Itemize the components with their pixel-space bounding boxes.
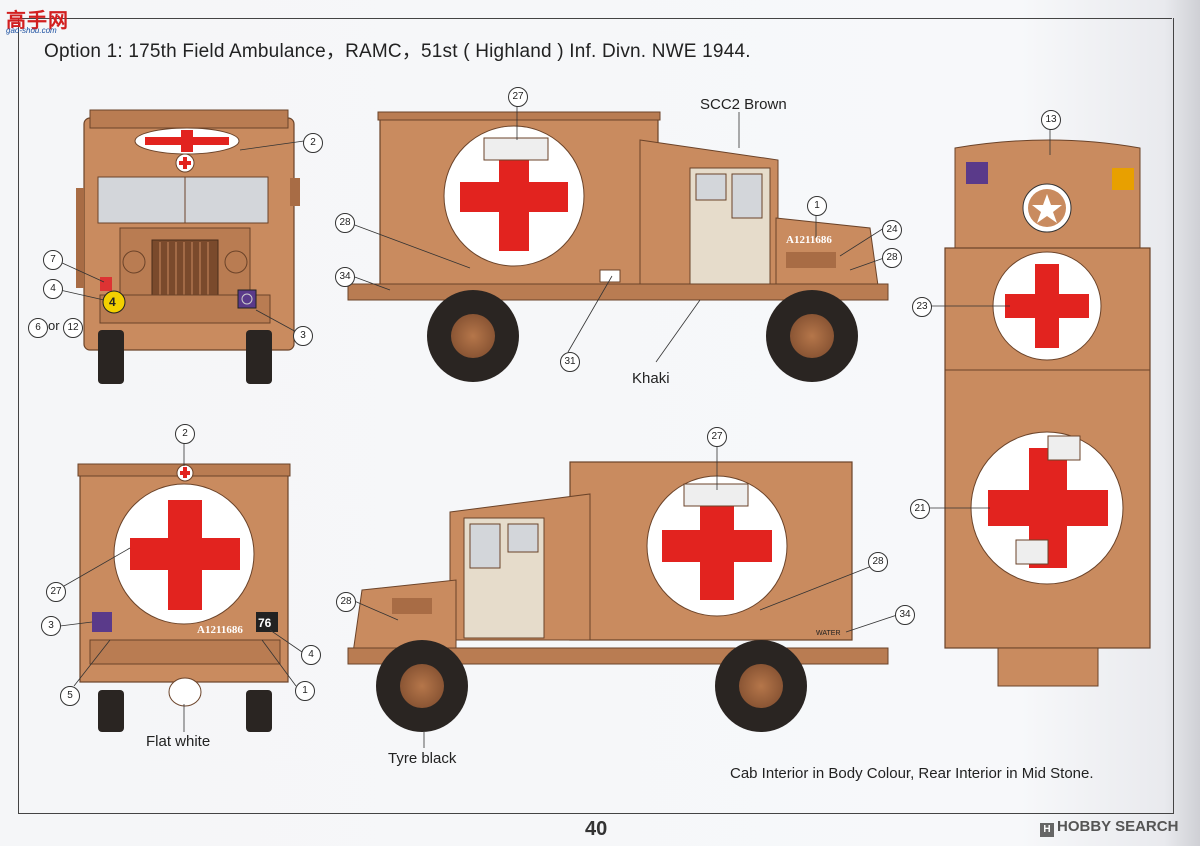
callout-rear-1: 1 — [295, 681, 315, 701]
label-scc2-brown: SCC2 Brown — [700, 96, 787, 113]
callout-rear-4: 4 — [301, 645, 321, 665]
callout-side-34: 34 — [335, 267, 355, 287]
front-view — [76, 109, 300, 384]
callout-rear-27: 27 — [46, 582, 66, 602]
callout-front-7: 7 — [43, 250, 63, 270]
callout-side-27: 27 — [508, 87, 528, 107]
unit-number-rear: 76 — [258, 616, 272, 630]
site-logo-text: 高手网 — [6, 10, 69, 32]
callout-top-13: 13 — [1041, 110, 1061, 130]
callout-front-2: 2 — [303, 133, 323, 153]
callout-front-3: 3 — [293, 326, 313, 346]
watermark-text: HOBBY SEARCH — [1057, 818, 1179, 835]
callout-left-27: 27 — [707, 427, 727, 447]
rear-view — [77, 463, 291, 732]
callout-side-28b: 28 — [882, 248, 902, 268]
site-logo-sub: gao-shou.com — [6, 26, 57, 35]
top-view — [944, 139, 1151, 687]
callout-side-24: 24 — [882, 220, 902, 240]
page-title: Option 1: 175th Field Ambulance，RAMC，51s… — [44, 41, 751, 62]
label-tyre-black: Tyre black — [388, 750, 457, 767]
label-flat-white: Flat white — [146, 733, 211, 750]
callout-front-4: 4 — [43, 279, 63, 299]
callout-top-21: 21 — [910, 499, 930, 519]
frame-top-border — [18, 18, 1172, 19]
callout-side-1: 1 — [807, 196, 827, 216]
water-label: WATER — [816, 630, 841, 637]
bridge-class-front: 4 — [109, 295, 116, 309]
side-view-right — [347, 111, 889, 382]
label-khaki: Khaki — [632, 370, 670, 387]
interior-note: Cab Interior in Body Colour, Rear Interi… — [730, 765, 1094, 782]
page-frame — [18, 18, 1174, 814]
registration-side: A1211686 — [786, 234, 832, 246]
callout-rear-5: 5 — [60, 686, 80, 706]
site-logo: 高手网 gao-shou.com — [4, 4, 70, 35]
hobby-search-icon: H — [1040, 823, 1054, 837]
callout-top-23: 23 — [912, 297, 932, 317]
callout-side-28: 28 — [335, 213, 355, 233]
callout-rear-3: 3 — [41, 616, 61, 636]
callout-side-31: 31 — [560, 352, 580, 372]
page-number: 40 — [585, 818, 608, 840]
callout-left-28: 28 — [868, 552, 888, 572]
side-view-left — [347, 461, 889, 732]
callout-left-34: 34 — [895, 605, 915, 625]
callout-left-28b: 28 — [336, 592, 356, 612]
callout-front-6: 6 — [28, 318, 48, 338]
or-text: or — [48, 318, 60, 333]
callout-front-12: 12 — [63, 318, 83, 338]
callout-rear-2: 2 — [175, 424, 195, 444]
registration-rear: A1211686 — [197, 624, 243, 636]
